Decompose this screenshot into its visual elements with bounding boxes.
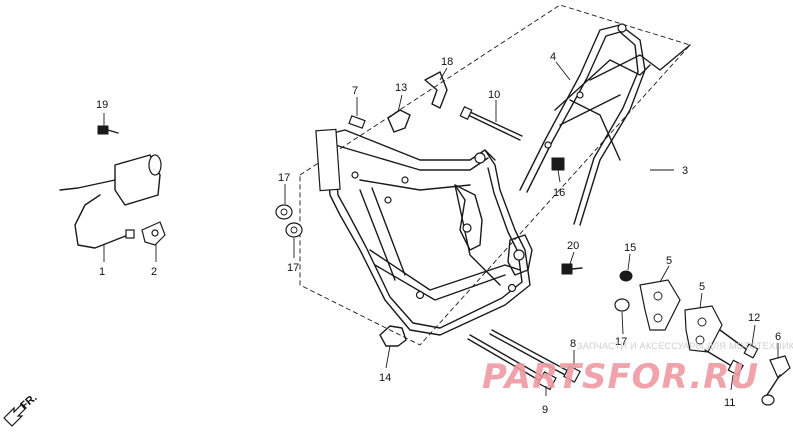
callout-7: 7	[352, 85, 358, 97]
rear-subframe	[519, 23, 691, 226]
callout-17-b: 17	[287, 262, 299, 274]
callout-5-b: 5	[699, 281, 705, 293]
collar-16	[551, 157, 565, 171]
leader-lines	[103, 61, 779, 396]
engine-hanger-bracket-b	[684, 305, 723, 353]
callout-10: 10	[488, 89, 500, 101]
engine-hanger-bracket-a	[639, 279, 681, 331]
band-18	[424, 71, 448, 109]
main-frame	[315, 128, 533, 336]
nut-17-a	[275, 204, 293, 220]
callout-6: 6	[775, 331, 781, 343]
watermark-brand: PARTSFOR.RU	[482, 357, 759, 397]
ignition-coil	[59, 154, 162, 249]
bolt-6	[761, 355, 791, 406]
clip-14	[379, 325, 407, 347]
callout-13: 13	[395, 82, 407, 94]
callout-16: 16	[553, 187, 565, 199]
callout-19: 19	[96, 99, 108, 111]
callout-2: 2	[151, 266, 157, 278]
callout-12: 12	[748, 312, 760, 324]
bolt-12	[719, 329, 759, 359]
watermark-tagline: ЗАПЧАСТИ И АКСЕССУАРЫ ДЛЯ МОТОТЕХНИКИ	[577, 341, 793, 351]
callout-labels: 1 2 3 4 5 5 6 7 8 9 10 11 12 13 14 15 16…	[96, 51, 781, 416]
callout-3: 3	[682, 165, 688, 177]
callout-15: 15	[624, 242, 636, 254]
front-arrow-icon: FR.	[3, 392, 40, 427]
bolt-20	[561, 263, 583, 275]
callout-8: 8	[570, 338, 576, 350]
bolt-10	[459, 105, 523, 141]
callout-20: 20	[567, 240, 579, 252]
callout-11: 11	[724, 397, 735, 409]
callout-1: 1	[99, 266, 105, 278]
watermark: ЗАПЧАСТИ И АКСЕССУАРЫ ДЛЯ МОТОТЕХНИКИ PA…	[482, 341, 793, 397]
nut-17-b	[285, 222, 303, 238]
collar-7	[348, 115, 366, 129]
bolt-11	[704, 349, 744, 377]
callout-18: 18	[441, 56, 453, 68]
clamp-13	[387, 109, 411, 133]
callout-17-a: 17	[278, 172, 290, 184]
assembly-boundary	[299, 4, 691, 346]
callout-9: 9	[542, 404, 548, 416]
callout-5-a: 5	[666, 255, 672, 267]
callout-14: 14	[379, 372, 391, 384]
spark-plug-cap	[141, 221, 166, 246]
bolt-9	[467, 334, 557, 391]
nut-17-c	[614, 298, 630, 312]
bolt-8	[489, 329, 581, 383]
nut-15	[619, 270, 633, 282]
coil-bolt	[97, 125, 119, 135]
callout-17-c: 17	[615, 336, 627, 348]
callout-4: 4	[550, 51, 556, 63]
